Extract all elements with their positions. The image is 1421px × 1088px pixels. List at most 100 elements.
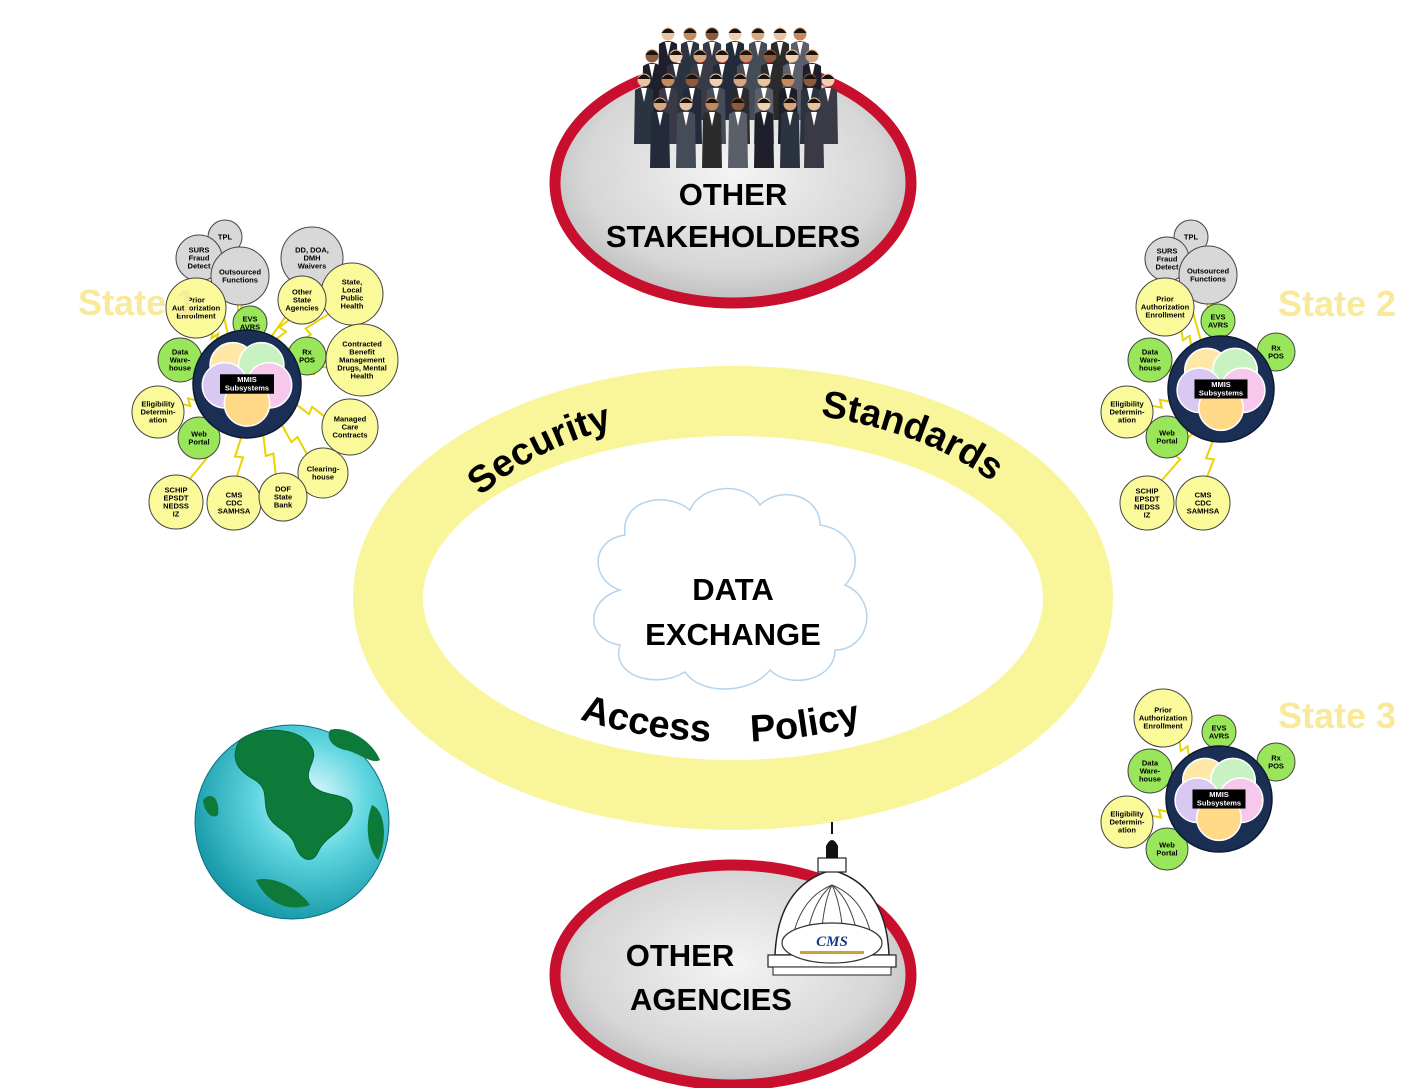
link-bolt (233, 437, 245, 477)
access-label: Access (577, 688, 712, 751)
state-1-node-clearinghouse: Clearing-house (297, 447, 349, 499)
crowd-of-people-image (634, 27, 838, 168)
cloud-icon (593, 487, 868, 690)
link-bolt (262, 435, 277, 475)
link-bolt (281, 424, 308, 455)
capitol-dome-cms-image: CMS (767, 822, 897, 976)
other-agencies: OTHER AGENCIES CMS (549, 822, 917, 1088)
person-figure (804, 97, 824, 168)
state-1-label: State 1 (78, 282, 196, 323)
policy-label: Policy (749, 693, 864, 751)
ring-band (353, 366, 1113, 830)
link-bolt (1180, 330, 1193, 346)
person-figure (728, 97, 748, 168)
link-bolt (209, 331, 220, 341)
data-exchange-line2: EXCHANGE (645, 617, 821, 652)
link-bolt (275, 319, 290, 340)
person-figure (650, 97, 670, 168)
link-bolt (182, 396, 196, 408)
link-bolt (1178, 741, 1190, 756)
person-figure (780, 97, 800, 168)
agencies-line1: OTHER (626, 938, 735, 973)
other-stakeholders: OTHER STAKEHOLDERS (549, 27, 917, 309)
data-exchange-ring (353, 366, 1113, 830)
node-label: TPL (1184, 232, 1199, 241)
person-figure (676, 97, 696, 168)
state-3-label: State 3 (1278, 695, 1396, 736)
link-bolt (296, 404, 325, 418)
link-bolt (1204, 440, 1216, 477)
person-figure (702, 97, 722, 168)
stakeholders-line2: STAKEHOLDERS (606, 219, 860, 254)
node-label: Clearing-house (307, 464, 340, 481)
stakeholders-line1: OTHER (679, 177, 788, 212)
data-exchange-line1: DATA (692, 572, 774, 607)
person-figure (634, 73, 654, 144)
link-bolt (1152, 398, 1170, 409)
state-2-label: State 2 (1278, 283, 1396, 324)
globe-image (194, 724, 390, 920)
person-figure (754, 97, 774, 168)
cms-logo-text: CMS (816, 934, 848, 950)
